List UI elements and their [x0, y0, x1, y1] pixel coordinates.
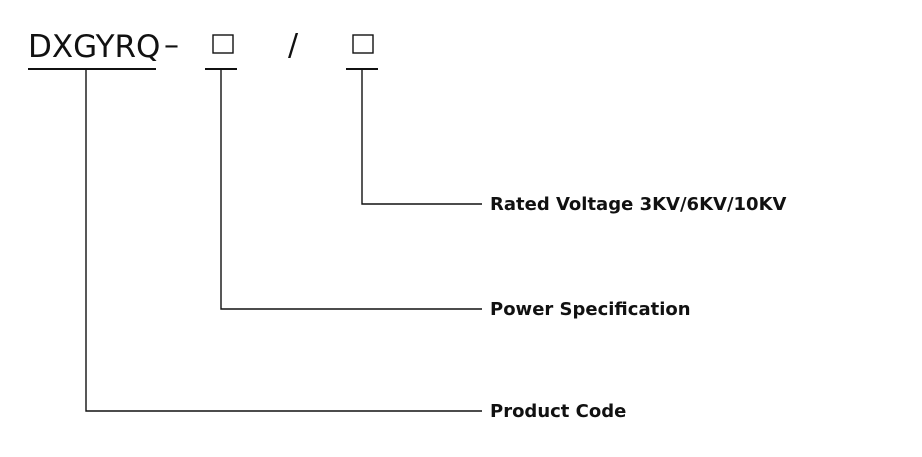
rated-voltage-leader-line — [361, 69, 482, 205]
product-code-label: Product Code — [490, 401, 626, 422]
power-specification-leader-line — [220, 69, 482, 310]
power-spec-placeholder-box — [212, 34, 234, 54]
dash-separator: – — [164, 28, 179, 63]
power-specification-label: Power Specification — [490, 299, 691, 320]
product-code-text: DXGYRQ — [28, 29, 160, 65]
voltage-placeholder-box — [352, 34, 374, 54]
slash-separator: / — [288, 28, 299, 63]
product-code-leader-line — [85, 69, 482, 412]
rated-voltage-label: Rated Voltage 3KV/6KV/10KV — [490, 194, 787, 215]
